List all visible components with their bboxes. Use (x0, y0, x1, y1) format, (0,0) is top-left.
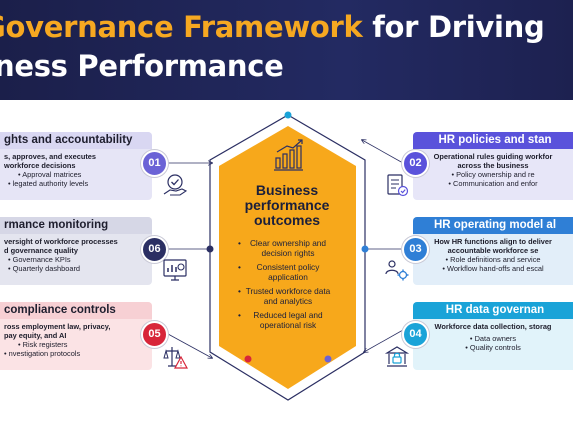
card-compliance-controls: compliance controls ross employment law,… (0, 302, 152, 370)
dashboard-icon (163, 259, 187, 281)
card-bullet: Workflow hand-offs and escal (417, 264, 569, 273)
header-banner: Governance Framework for Driving ness Pe… (0, 0, 573, 100)
outcome-item: Clear ownership and decision rights (238, 238, 332, 258)
outcome-item: Consistent policy application (238, 262, 332, 282)
badge-number: 06 (141, 236, 168, 263)
bank-lock-icon (384, 346, 410, 367)
card-hr-policies: HR policies and stan Operational rules g… (413, 132, 573, 200)
card-bullet: Quarterly dashboard (4, 264, 148, 273)
card-hr-operating-model: HR operating model al How HR functions a… (413, 217, 573, 285)
node-dot (244, 355, 252, 363)
card-bullet: Role definitions and service (417, 255, 569, 264)
title-line-1: Governance Framework for Driving (0, 10, 545, 44)
card-lead: Operational rules guiding workfor (433, 152, 553, 161)
badge-number: 01 (141, 150, 168, 177)
badge-number: 05 (141, 321, 168, 348)
connector-04 (364, 329, 404, 352)
node-dot (361, 245, 369, 253)
badge-number: 02 (402, 150, 429, 177)
card-lead: versight of workforce processes (4, 237, 118, 246)
card-lead: d governance quality (4, 246, 78, 255)
growth-chart-icon (274, 139, 303, 171)
card-bullet: Communication and enfor (417, 179, 569, 188)
card-bullet: Risk registers (4, 340, 148, 349)
card-lead: s, approves, and executes (4, 152, 97, 161)
card-bullet: Data owners (417, 331, 569, 343)
title-rest: for Driving (362, 10, 545, 44)
hand-check-icon (163, 174, 188, 196)
card-title: HR data governan (413, 302, 573, 319)
card-bullet: nvestigation protocols (4, 349, 148, 358)
policy-document-icon (387, 174, 409, 197)
card-lead: accountable workforce se (447, 246, 539, 255)
card-bullet: Approval matrices (4, 170, 148, 179)
connector-05 (167, 333, 212, 358)
card-lead: across the business (457, 161, 529, 170)
card-title: HR operating model al (413, 217, 573, 234)
node-dot (324, 355, 332, 363)
hexagon-outline (209, 114, 366, 401)
card-bullet: Policy ownership and re (417, 170, 569, 179)
title-line-2: ness Performance (0, 49, 284, 83)
badge-number: 03 (402, 236, 429, 263)
card-lead: Workforce data collection, storag (434, 322, 552, 331)
card-lead: workforce decisions (4, 161, 76, 170)
card-decision-rights: ghts and accountability s, approves, and… (0, 132, 152, 200)
badge-number: 04 (402, 321, 429, 348)
card-title: rmance monitoring (0, 217, 152, 234)
people-gear-icon (385, 260, 409, 281)
connector-02 (362, 140, 404, 164)
scales-warning-icon (163, 347, 188, 369)
center-outcome-list: Clear ownership and decision rights Cons… (238, 238, 332, 335)
card-bullet: legated authority levels (4, 179, 148, 188)
card-bullet: Governance KPIs (4, 255, 148, 264)
outcome-item: Reduced legal and operational risk (238, 310, 332, 330)
card-lead: pay equity, and AI (4, 331, 67, 340)
node-dot (284, 111, 292, 119)
card-title: compliance controls (0, 302, 152, 319)
card-lead: ross employment law, privacy, (4, 322, 111, 331)
card-title: HR policies and stan (413, 132, 573, 149)
card-performance-monitoring: rmance monitoring versight of workforce … (0, 217, 152, 285)
title-highlight: Governance Framework (0, 10, 363, 44)
outcome-item: Trusted workforce data and analytics (238, 286, 332, 306)
node-dot (206, 245, 214, 253)
card-hr-data-governance: HR data governan Workforce data collecti… (413, 302, 573, 370)
card-bullet: Quality controls (417, 343, 569, 352)
card-lead: How HR functions align to deliver (434, 237, 552, 246)
center-title: Business performance outcomes (244, 182, 330, 228)
card-title: ghts and accountability (0, 132, 152, 149)
